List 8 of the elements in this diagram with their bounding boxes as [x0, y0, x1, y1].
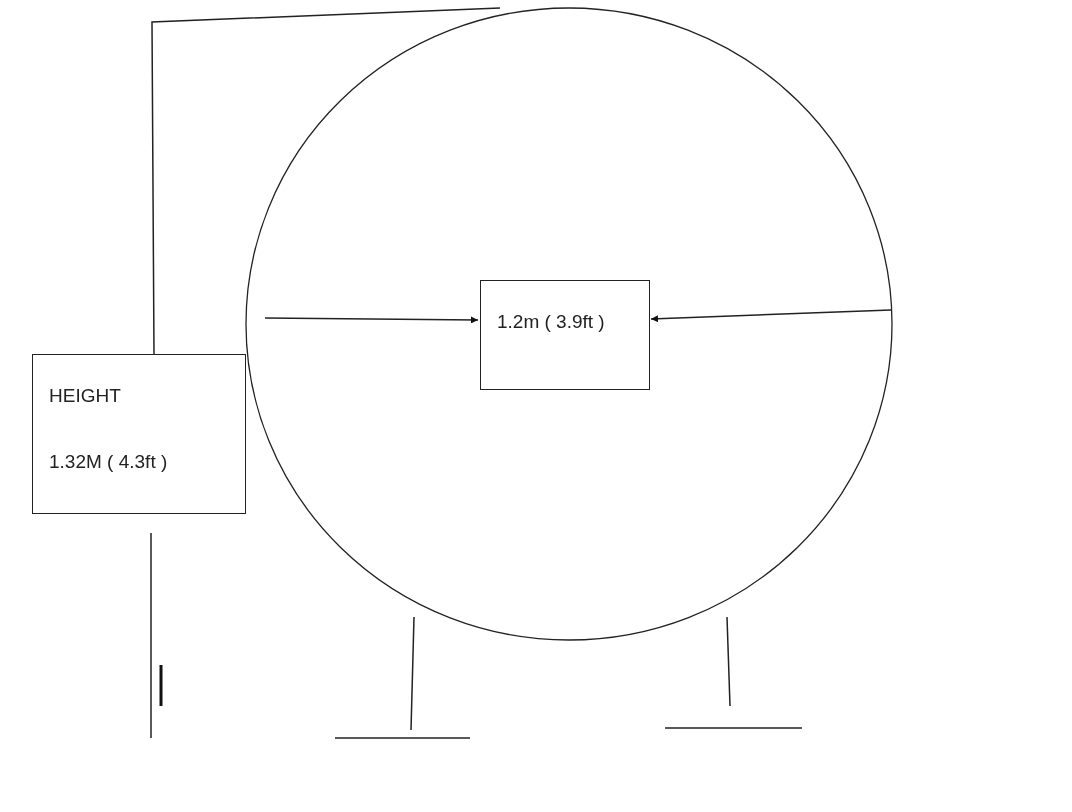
circle-frame — [246, 8, 892, 640]
dimension-box — [480, 280, 650, 390]
dimension-label: 1.2m ( 3.9ft ) — [497, 311, 605, 333]
arrow — [264, 316, 479, 324]
arrow — [650, 309, 892, 323]
dimension-box — [32, 354, 246, 514]
dimension-heading: HEIGHT — [49, 385, 121, 407]
dimension-label: 1.32M ( 4.3ft ) — [49, 451, 168, 473]
